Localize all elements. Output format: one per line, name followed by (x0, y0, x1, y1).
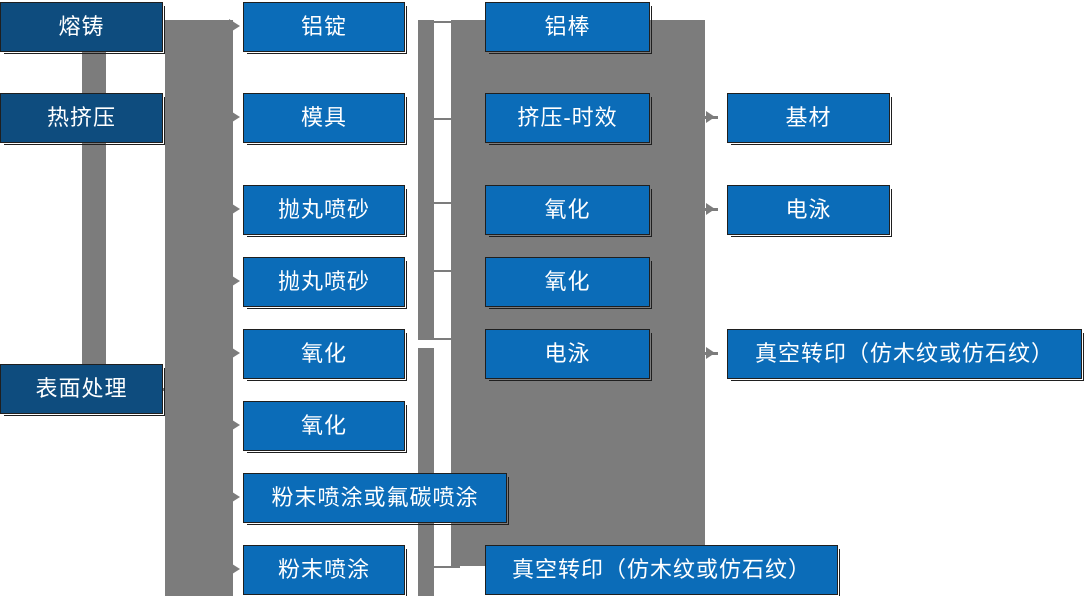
process-box-shot-blasting-2[interactable]: 抛丸喷砂 (243, 257, 407, 309)
process-box-powder-coating[interactable]: 粉末喷涂 (243, 545, 407, 596)
process-label: 抛丸喷砂 (277, 269, 370, 294)
process-box-aluminum-ingot[interactable]: 铝锭 (243, 2, 407, 54)
ladder-rung-3 (434, 202, 460, 204)
arrow-to-col2-7 (229, 490, 240, 504)
ladder-left-rail-lower (418, 348, 434, 596)
output-box-vacuum-transfer[interactable]: 真空转印（仿木纹或仿石纹） (727, 329, 1084, 381)
process-label: 电泳 (544, 341, 591, 366)
stage-box-extrusion[interactable]: 热挤压 (0, 93, 165, 145)
ladder-rung-4 (434, 270, 460, 272)
process-box-oxidation-3[interactable]: 氧化 (485, 185, 652, 237)
arrow-to-col2-8 (229, 562, 240, 576)
process-label: 挤压-时效 (517, 105, 618, 130)
output-label: 基材 (785, 105, 832, 130)
process-box-shot-blasting-1[interactable]: 抛丸喷砂 (243, 185, 407, 237)
arrow-to-col4-3 (706, 347, 715, 359)
stage-box-surface[interactable]: 表面处理 (0, 364, 165, 416)
output-box-electrophoresis[interactable]: 电泳 (727, 185, 892, 237)
process-label: 模具 (300, 105, 347, 130)
arrow-to-col2-5 (229, 346, 240, 360)
process-box-electrophoresis-1[interactable]: 电泳 (485, 329, 652, 381)
process-box-extrusion-aging[interactable]: 挤压-时效 (485, 93, 652, 145)
output-box-substrate[interactable]: 基材 (727, 93, 892, 145)
arrow-to-col4-2 (706, 203, 715, 215)
process-label: 真空转印（仿木纹或仿石纹） (511, 557, 811, 582)
stage-label: 热挤压 (46, 105, 116, 130)
connector-stage-vertical-bar (82, 37, 106, 367)
process-label: 粉末喷涂或氟碳喷涂 (271, 485, 479, 510)
ladder-rung-5 (434, 338, 460, 340)
process-box-oxidation-4[interactable]: 氧化 (485, 257, 652, 309)
process-box-oxidation-1[interactable]: 氧化 (243, 329, 407, 381)
arrow-to-col2-3 (229, 202, 240, 216)
process-box-aluminum-bar[interactable]: 铝棒 (485, 2, 652, 54)
stage-label: 表面处理 (35, 376, 128, 401)
process-box-oxidation-2[interactable]: 氧化 (243, 401, 407, 453)
process-box-mold[interactable]: 模具 (243, 93, 407, 145)
process-box-vacuum-transfer-1[interactable]: 真空转印（仿木纹或仿石纹） (485, 545, 840, 596)
process-label: 铝棒 (544, 14, 591, 39)
connector-stage-3-stub (162, 388, 178, 391)
process-label: 氧化 (544, 269, 591, 294)
connector-stage-down-arrow-2 (85, 337, 103, 346)
process-label: 氧化 (300, 413, 347, 438)
process-label: 抛丸喷砂 (277, 197, 370, 222)
arrow-to-col4-1 (706, 111, 715, 123)
ladder-rung-2 (434, 118, 460, 120)
process-label: 氧化 (300, 341, 347, 366)
process-label: 铝锭 (300, 14, 347, 39)
arrow-to-col2-1 (229, 19, 240, 33)
process-label: 粉末喷涂 (277, 557, 370, 582)
ladder-rung-6 (434, 566, 460, 568)
ladder-rung-1 (434, 21, 460, 23)
output-label: 电泳 (785, 197, 832, 222)
ladder-left-rail-upper (418, 20, 434, 340)
connector-stage-trunk (165, 20, 233, 596)
arrow-to-col2-2 (229, 110, 240, 124)
connector-stage-down-arrow-1 (85, 70, 103, 79)
arrow-to-col2-6 (229, 418, 240, 432)
arrow-to-col2-4 (229, 274, 240, 288)
process-box-powder-or-fluorocarbon-coating[interactable]: 粉末喷涂或氟碳喷涂 (243, 473, 509, 525)
stage-label: 熔铸 (58, 14, 105, 39)
output-label: 真空转印（仿木纹或仿石纹） (754, 341, 1054, 366)
stage-box-melting[interactable]: 熔铸 (0, 2, 165, 54)
process-label: 氧化 (544, 197, 591, 222)
